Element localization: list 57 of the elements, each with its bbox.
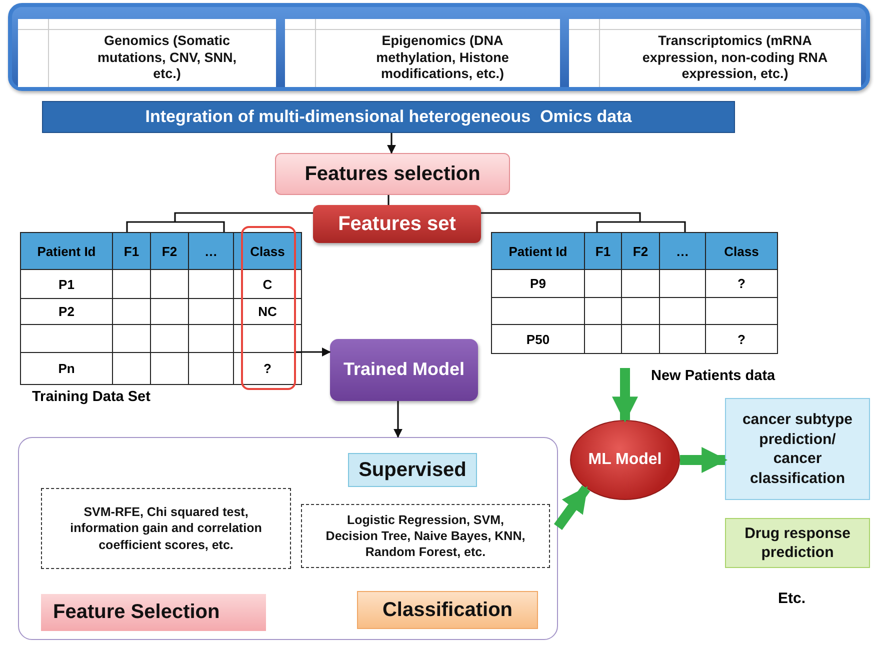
table-cell: P1 <box>21 270 113 299</box>
data-table <box>491 232 778 354</box>
node-label: Features selection <box>304 162 480 186</box>
method-list-box <box>301 504 550 568</box>
note-text: Etc. <box>778 590 806 607</box>
arrow <box>295 348 331 356</box>
omics-box <box>569 19 861 87</box>
node-label: Trained Model <box>343 358 465 382</box>
connector-line <box>126 212 314 233</box>
column-header: … <box>189 233 234 270</box>
integration-banner <box>42 101 735 133</box>
node-label: Feature Selection <box>53 601 220 624</box>
node-label: Features set <box>338 212 456 236</box>
process-box <box>313 205 481 243</box>
omics-box <box>285 19 560 87</box>
node-label: Epigenomics (DNA methylation, Histone modifications, etc.) <box>375 32 510 84</box>
column-header: F2 <box>151 233 189 270</box>
node-label: Classification <box>382 598 513 622</box>
table-cell: P2 <box>21 299 113 325</box>
arrow <box>387 133 396 154</box>
omics-box <box>18 19 276 87</box>
block-arrow <box>554 485 590 530</box>
category-box <box>348 453 477 487</box>
node-label: cancer subtype prediction/ cancer classification <box>742 410 853 488</box>
column-highlight <box>241 226 296 390</box>
model-box <box>330 339 478 401</box>
arrow <box>394 401 402 438</box>
node-label: ML Model <box>588 450 662 470</box>
column-header: F1 <box>113 233 151 270</box>
table-caption: Training Data Set <box>32 389 150 405</box>
column-header: Patient Id <box>21 233 113 270</box>
table-cell: P9 <box>492 270 585 298</box>
column-header: Patient Id <box>492 233 585 270</box>
node-label: Drug response prediction <box>744 524 852 562</box>
category-box <box>357 591 538 629</box>
node-label: Logistic Regression, SVM, Decision Tree, Naive Bayes, KNN, Random Forest, etc. <box>324 512 526 560</box>
connector-line <box>388 195 390 205</box>
omics-band <box>8 3 870 91</box>
method-list-box <box>41 488 291 569</box>
connector-line <box>480 212 686 233</box>
process-box <box>275 153 510 195</box>
methods-panel <box>18 437 558 640</box>
node-label: Integration of multi-dimensional heterogeneous Omics data <box>145 107 632 127</box>
node-label: SVM-RFE, Chi squared test, information gain and correlation coefficient scores, etc. <box>69 504 263 553</box>
block-arrow <box>680 447 728 473</box>
node-label: Supervised <box>358 458 466 482</box>
outcome-box <box>725 518 870 568</box>
column-header: Class <box>234 233 301 270</box>
column-header: F1 <box>585 233 622 270</box>
category-box <box>41 594 266 631</box>
node-label: Transcriptomics (mRNA expression, non-coding RNA expression, etc.) <box>641 32 829 84</box>
column-header: Class <box>706 233 777 270</box>
outcome-box <box>725 398 870 500</box>
column-header: … <box>660 233 706 270</box>
column-header: F2 <box>622 233 660 270</box>
block-arrow <box>612 368 638 423</box>
node-label: Genomics (Somatic mutations, CNV, SNN, etc.) <box>96 32 238 84</box>
